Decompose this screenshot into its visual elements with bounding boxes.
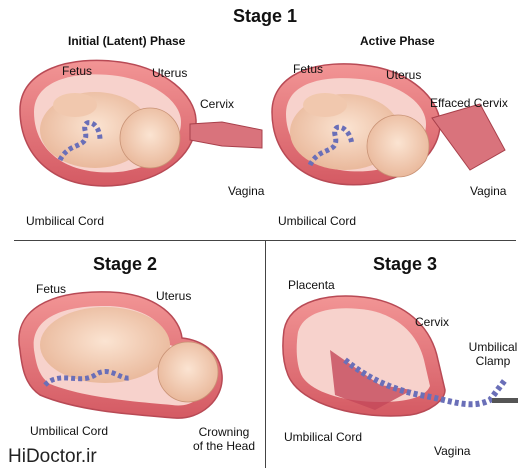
stage1-active-cervix-label: Effaced Cervix xyxy=(430,96,508,110)
stage3-cord-label: Umbilical Cord xyxy=(284,430,363,444)
stage1-latent-fetus xyxy=(40,92,181,169)
stage3-vagina-label: Vagina xyxy=(434,444,471,458)
stage1-latent-cord xyxy=(57,120,103,162)
stage2-fetus-label: Fetus xyxy=(36,282,67,296)
umbilical-clamp-icon xyxy=(492,398,518,403)
stage2-cord xyxy=(43,369,131,387)
stage1-active-title: Active Phase xyxy=(360,34,435,48)
stage3-cord xyxy=(343,357,508,408)
stage3-placenta-label: Placenta xyxy=(288,278,335,292)
stage1-latent-fetus-label: Fetus xyxy=(62,64,93,78)
stage1-active-cord-label: Umbilical Cord xyxy=(278,214,357,228)
stage1-active-fetus xyxy=(290,93,430,178)
stage1-active-cord xyxy=(307,124,355,167)
stage1-active-uterus-label: Uterus xyxy=(386,68,422,82)
stage3-clamp-label: Umbilical Clamp xyxy=(460,340,526,368)
stage3-cervix-label: Cervix xyxy=(415,315,450,329)
stage1-active-fetus-label: Fetus xyxy=(293,62,324,76)
stage2-cord-label: Umbilical Cord xyxy=(30,424,109,438)
stage2-uterus-label: Uterus xyxy=(156,289,192,303)
stage1-active-vagina-label: Vagina xyxy=(470,184,507,198)
stage1-latent-cord-label: Umbilical Cord xyxy=(26,214,105,228)
stage2-crowning-line2: of the Head xyxy=(192,439,256,453)
stage2-crowning-line1: Crowning xyxy=(198,425,250,439)
stage1-latent-cervix-label: Cervix xyxy=(200,97,235,111)
stage2-crowning-label: Crowning of the Head xyxy=(188,425,260,453)
stage1-latent-title: Initial (Latent) Phase xyxy=(68,34,186,48)
stage3-clamp-line2: Clamp xyxy=(475,354,511,368)
stage2-title: Stage 2 xyxy=(93,254,158,274)
vertical-divider xyxy=(265,240,266,468)
stage1-latent-uterus-label: Uterus xyxy=(152,66,188,80)
stage3-title: Stage 3 xyxy=(373,254,438,274)
stage3-uterus xyxy=(282,295,446,417)
watermark-text: HiDoctor.ir xyxy=(8,446,97,467)
stage3-clamp-line1: Umbilical xyxy=(468,340,518,354)
stage2-fetus xyxy=(40,307,219,403)
stage1-title: Stage 1 xyxy=(233,6,298,26)
stage1-latent-vagina-label: Vagina xyxy=(228,184,265,198)
